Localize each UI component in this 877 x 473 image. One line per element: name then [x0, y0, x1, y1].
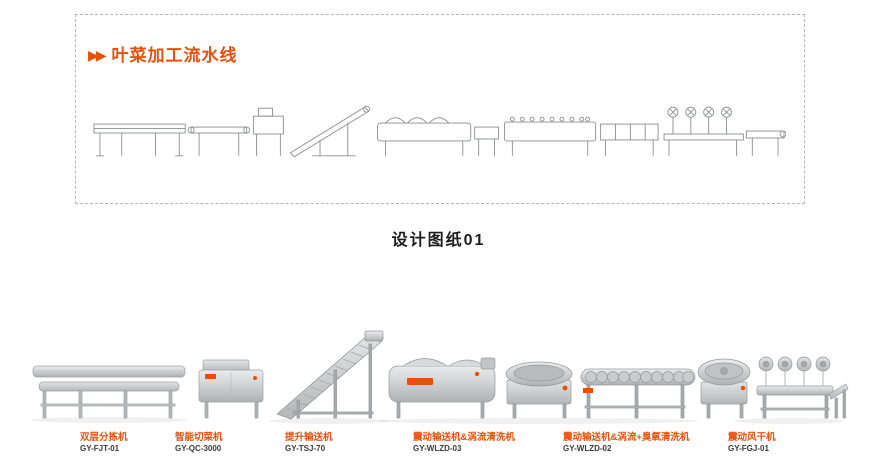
drawing-vortex-washer — [377, 117, 472, 156]
drawing-discharge-conveyor — [745, 130, 786, 156]
machine-name: 提升输送机 — [285, 432, 333, 443]
machine-label-cutter: 智能切菜机 GY-QC-3000 — [175, 429, 223, 453]
machine-model: GY-WLZD-03 — [413, 444, 462, 453]
machine-name: 双层分拣机 — [80, 432, 128, 443]
drawing-dewater-box — [600, 123, 659, 156]
fan-unit — [777, 356, 793, 386]
machine-name: 震动输送机&涡流清洗机 — [413, 432, 515, 443]
render-sorting-machine — [32, 365, 186, 419]
machine-name: 震动输送机&涡流+臭氧清洗机 — [563, 432, 690, 443]
fan-unit — [758, 356, 774, 386]
blueprint-line-drawing — [93, 105, 786, 158]
blueprint-panel: ▶▶ 叶菜加工流水线 — [75, 14, 805, 204]
render-incline-conveyor — [276, 330, 384, 420]
drawing-fan-dryer — [663, 106, 744, 156]
render-round-washer — [505, 361, 573, 419]
machine-label-air-dryer: 震动风干机 GY-FGJ-01 — [728, 429, 776, 453]
render-air-dryer — [756, 356, 834, 419]
drawing-caption: 设计图纸01 — [391, 232, 486, 249]
drawing-sorting-machine — [93, 123, 186, 157]
render-drum-dryer — [697, 358, 751, 419]
machine-name: 震动风干机 — [728, 432, 776, 443]
title-arrow-icon: ▶▶ — [88, 47, 106, 63]
production-line-render — [31, 330, 849, 424]
page-title-text: 叶菜加工流水线 — [111, 46, 238, 65]
fan-unit — [815, 356, 831, 386]
machine-model: GY-TSJ-70 — [285, 444, 326, 453]
machine-label-ozone-washer: 震动输送机&涡流+臭氧清洗机 GY-WLZD-02 — [563, 429, 689, 453]
machine-model: GY-WLZD-02 — [563, 444, 612, 453]
render-vortex-washer — [388, 357, 496, 419]
fan-unit — [796, 356, 812, 386]
machine-label-vortex-washer: 震动输送机&涡流清洗机 GY-WLZD-03 — [413, 429, 515, 453]
machine-model: GY-QC-3000 — [175, 444, 222, 453]
drawing-ozone-washer — [503, 116, 597, 156]
render-cutting-machine — [198, 359, 264, 419]
drawing-transfer-unit — [474, 126, 499, 156]
drawing-incline-conveyor — [289, 105, 371, 158]
render-discharge-conveyor — [828, 383, 849, 419]
machine-label-sorting: 双层分拣机 GY-FJT-01 — [80, 429, 128, 453]
drawing-cutting-machine — [253, 107, 284, 156]
machine-model: GY-FJT-01 — [80, 444, 120, 453]
drawing-belt-conveyor — [187, 126, 251, 156]
machine-name: 智能切菜机 — [175, 432, 223, 443]
machine-model: GY-FGJ-01 — [728, 444, 769, 453]
machine-label-lifter: 提升输送机 GY-TSJ-70 — [285, 429, 333, 453]
render-vibrating-conveyor — [580, 368, 696, 419]
ground-shadows — [31, 417, 844, 424]
page-title: ▶▶ 叶菜加工流水线 — [88, 41, 238, 66]
